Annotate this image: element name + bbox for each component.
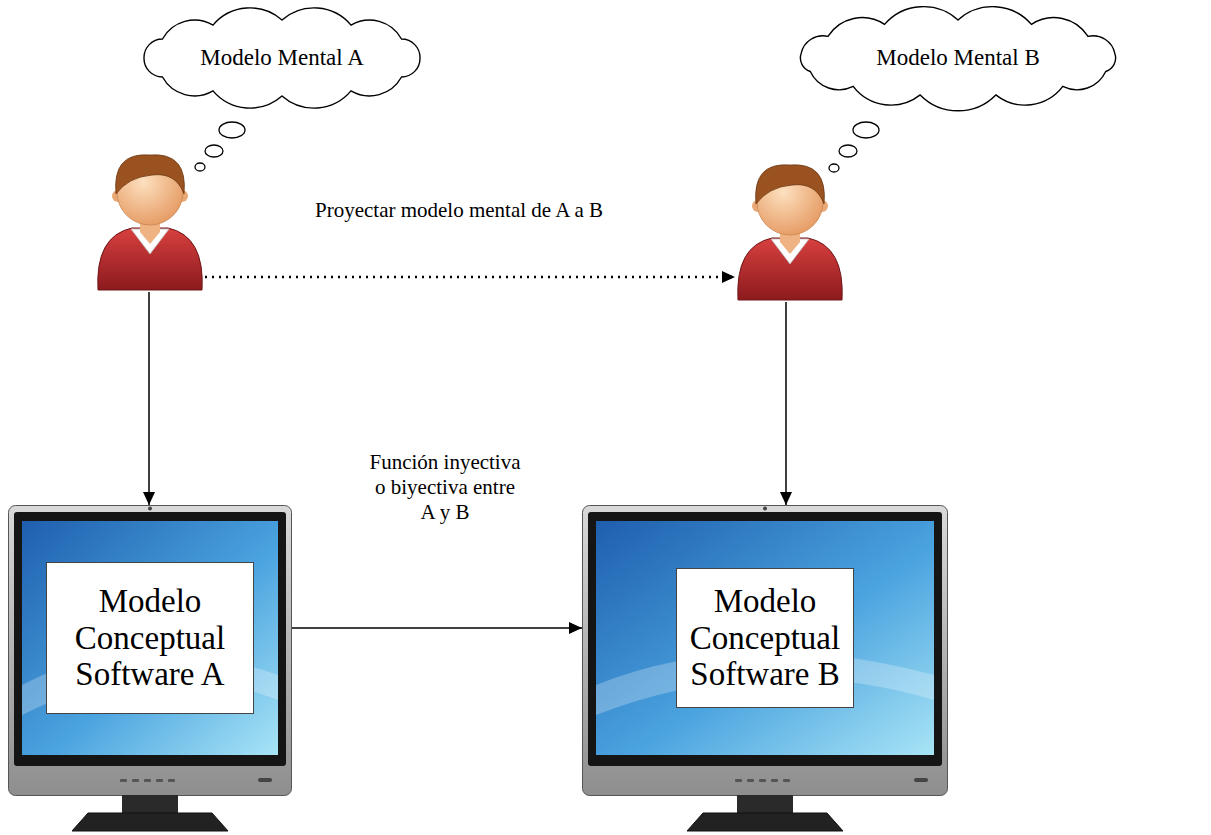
thought-bubble bbox=[829, 164, 839, 172]
monitor-button bbox=[783, 779, 790, 782]
person-node: Modelo Mental B bbox=[735, 162, 845, 302]
person-ear bbox=[176, 190, 188, 202]
thought-cloud bbox=[800, 7, 1115, 111]
monitor-button bbox=[120, 779, 127, 782]
thought-text: Modelo Mental A bbox=[200, 45, 364, 71]
thought-bubble bbox=[853, 122, 879, 138]
thought-bubble bbox=[205, 145, 223, 157]
monitor-camera bbox=[763, 507, 767, 511]
dotted-arrow bbox=[205, 276, 735, 279]
monitor-led bbox=[914, 778, 928, 782]
edge-label: Función inyectiva o biyectiva entre A y … bbox=[365, 450, 525, 526]
monitor-node: Modelo Conceptual Software A bbox=[8, 505, 292, 833]
monitor-button bbox=[144, 779, 151, 782]
thought-text: Modelo Mental B bbox=[876, 45, 1040, 71]
monitor-base bbox=[72, 813, 228, 831]
monitor-button bbox=[771, 779, 778, 782]
monitor-frame bbox=[9, 506, 292, 796]
monitor-button bbox=[132, 779, 139, 782]
edge-label: Proyectar modelo mental de A a B bbox=[313, 198, 605, 223]
thought-cloud bbox=[144, 8, 420, 108]
thought-bubble bbox=[219, 122, 245, 138]
thought-bubble bbox=[195, 163, 205, 171]
monitor-screen bbox=[596, 521, 934, 755]
monitor-camera bbox=[148, 507, 152, 511]
thought-bubble bbox=[839, 145, 857, 157]
monitor-button bbox=[156, 779, 163, 782]
monitor-node: Modelo Conceptual Software B bbox=[582, 505, 948, 833]
monitor-button bbox=[759, 779, 766, 782]
screen-text: Modelo Conceptual Software B bbox=[676, 568, 854, 709]
person-hair bbox=[756, 165, 825, 204]
person-head bbox=[757, 169, 823, 235]
arrow bbox=[148, 292, 150, 505]
person-hair bbox=[116, 155, 185, 194]
person-head bbox=[117, 159, 183, 225]
monitor-bezel bbox=[14, 512, 286, 766]
person-ear bbox=[816, 200, 828, 212]
monitor-button bbox=[747, 779, 754, 782]
person-node: Modelo Mental A bbox=[95, 152, 205, 292]
monitor-frame bbox=[583, 506, 948, 796]
monitor-neck bbox=[122, 795, 178, 815]
monitor-bezel bbox=[588, 512, 942, 766]
monitor-button bbox=[735, 779, 742, 782]
monitor-button bbox=[168, 779, 175, 782]
person-body bbox=[98, 228, 202, 290]
person-neck bbox=[780, 230, 800, 254]
monitor-neck bbox=[737, 795, 793, 815]
person-ear bbox=[752, 200, 764, 212]
screen-text: Modelo Conceptual Software A bbox=[46, 562, 254, 715]
arrow bbox=[785, 302, 787, 505]
person-collar bbox=[131, 229, 169, 254]
monitor-base bbox=[687, 813, 843, 831]
monitor-led bbox=[258, 778, 272, 782]
person-collar bbox=[771, 239, 809, 264]
monitor-screen bbox=[22, 521, 278, 755]
person-neck bbox=[140, 220, 160, 244]
person-body bbox=[738, 238, 842, 300]
arrow bbox=[292, 627, 582, 629]
person-ear bbox=[112, 190, 124, 202]
